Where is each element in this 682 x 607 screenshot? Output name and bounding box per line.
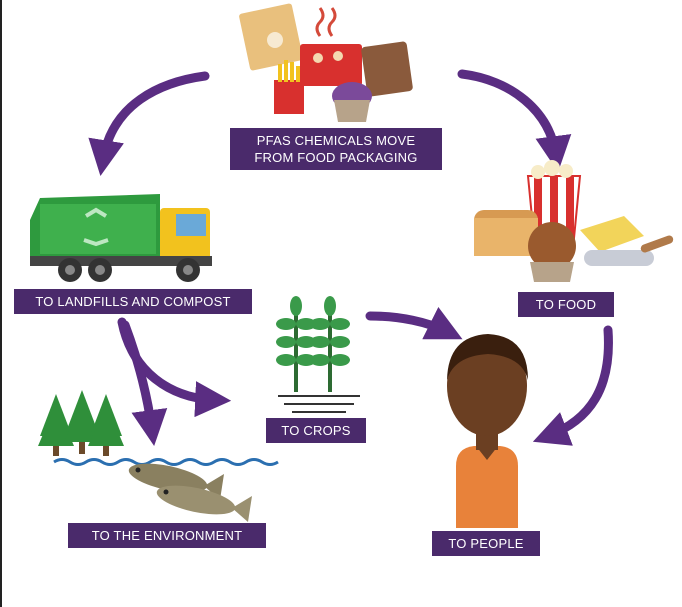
arrow-packaging-to-food: [457, 69, 572, 173]
label-packaging: PFAS CHEMICALS MOVE FROM FOOD PACKAGING: [230, 128, 442, 170]
arrow-landfills-to-environment: [120, 320, 168, 447]
label-packaging-line1: PFAS CHEMICALS MOVE: [256, 133, 416, 148]
label-crops: TO CROPS: [266, 418, 366, 443]
arrow-packaging-to-landfills: [88, 71, 210, 176]
food-items-icon: [474, 160, 674, 282]
label-landfills: TO LANDFILLS AND COMPOST: [14, 289, 252, 314]
label-packaging-line2: FROM FOOD PACKAGING: [254, 150, 418, 165]
label-food: TO FOOD: [518, 292, 614, 317]
arrow-crops-to-people: [365, 307, 463, 340]
person-icon: [447, 334, 528, 528]
fish-icon: [128, 463, 252, 522]
label-people: TO PEOPLE: [432, 531, 540, 556]
arrow-food-to-people: [532, 325, 613, 446]
frame-left-border: [0, 0, 2, 607]
food-packaging-icon: [239, 3, 413, 122]
garbage-truck-icon: [30, 194, 212, 282]
label-environment: TO THE ENVIRONMENT: [68, 523, 266, 548]
crops-icon: [276, 296, 360, 413]
water-wave: [53, 458, 279, 466]
trees-icon: [38, 390, 124, 456]
